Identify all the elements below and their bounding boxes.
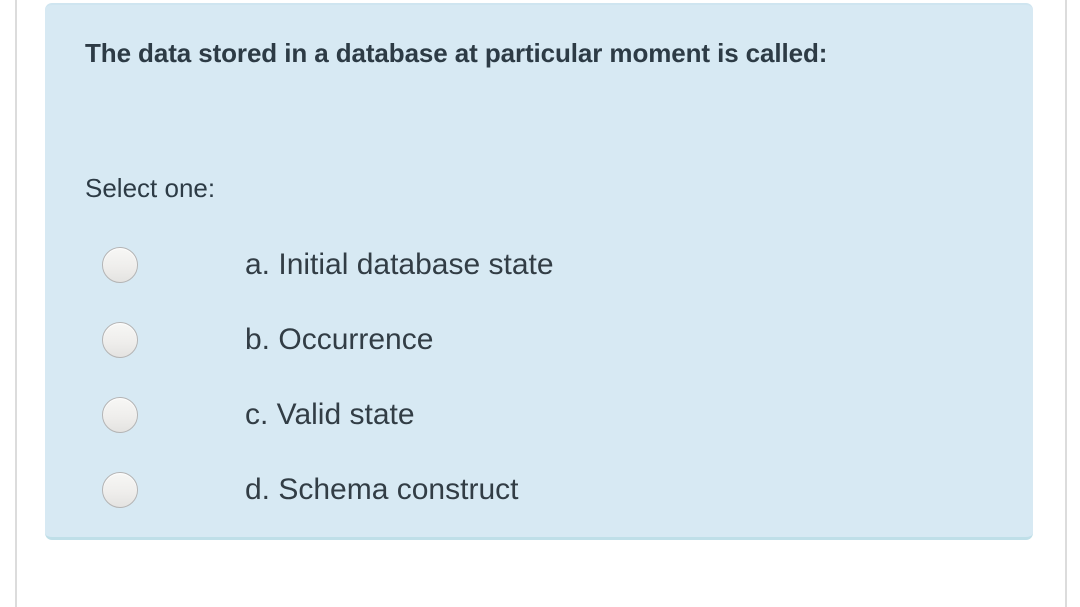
answer-label-a[interactable]: a. Initial database state <box>245 247 554 281</box>
answer-label-b[interactable]: b. Occurrence <box>245 322 434 356</box>
page-rule-right <box>1065 0 1067 607</box>
answer-option-b[interactable]: b. Occurrence <box>45 302 1033 377</box>
page-rule-left <box>15 0 17 607</box>
answer-options-list: a. Initial database state b. Occurrence … <box>45 227 1033 527</box>
question-card: The data stored in a database at particu… <box>45 3 1033 540</box>
answer-option-a[interactable]: a. Initial database state <box>45 227 1033 302</box>
answer-option-d[interactable]: d. Schema construct <box>45 452 1033 527</box>
answer-label-d[interactable]: d. Schema construct <box>245 472 519 506</box>
answer-option-c[interactable]: c. Valid state <box>45 377 1033 452</box>
radio-button-a[interactable] <box>102 246 138 283</box>
select-one-label: Select one: <box>85 173 216 203</box>
answer-label-c[interactable]: c. Valid state <box>245 397 415 431</box>
radio-button-d[interactable] <box>102 471 138 508</box>
question-prompt: The data stored in a database at particu… <box>85 38 828 68</box>
radio-button-b[interactable] <box>102 321 138 358</box>
radio-button-c[interactable] <box>102 396 138 433</box>
